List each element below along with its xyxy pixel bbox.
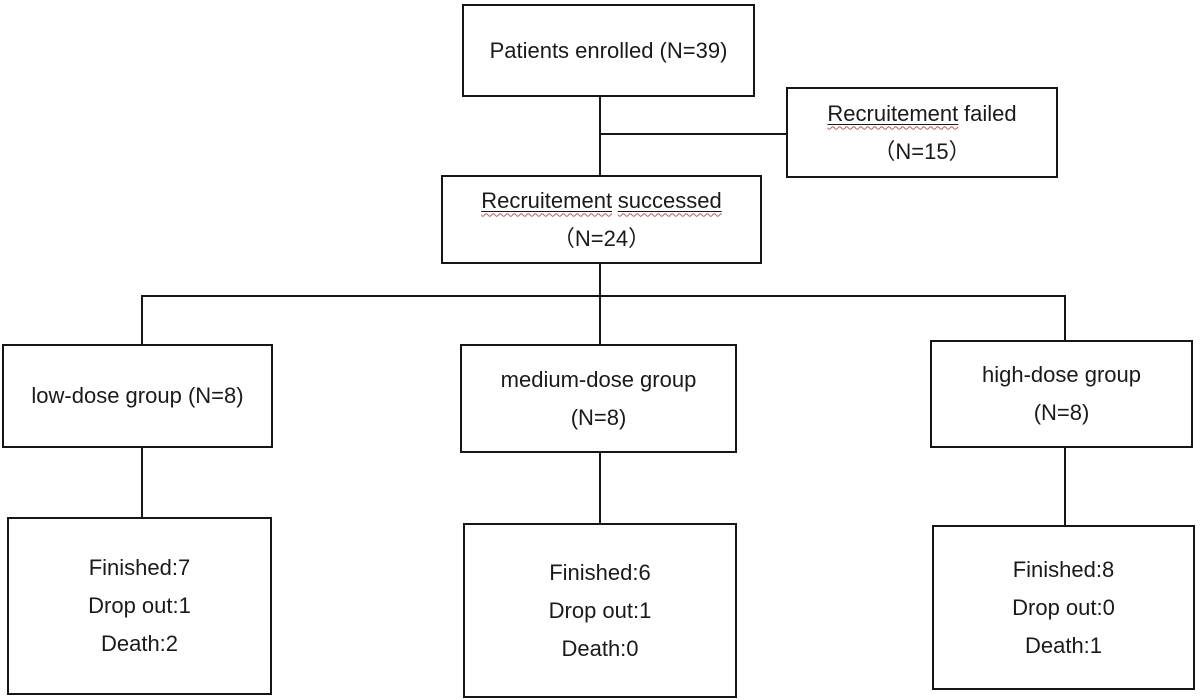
high-dose-group-label: high-dose group (981, 362, 1141, 387)
medium-outcome-finished: Finished:6 (549, 559, 651, 585)
high-outcome-death: Death:1 (1024, 632, 1103, 658)
high-dose-group-count: (N=8) (1033, 400, 1090, 425)
node-low-dose-group: low-dose group (N=8) (2, 344, 273, 448)
node-medium-dose-group: medium-dose group (N=8) (460, 344, 737, 453)
connector-drop-low (141, 297, 143, 344)
low-outcome-finished: Finished:7 (88, 555, 191, 580)
misspelled-word-wrap: Recruitement (827, 101, 958, 126)
connector-branch-to-failed (600, 133, 786, 135)
low-outcome-dropout: Drop out:1 (88, 593, 191, 618)
node-high-dose-group: high-dose group (N=8) (930, 340, 1193, 448)
low-dose-group-label: low-dose group (N=8) (31, 383, 244, 408)
connector-drop-high (1064, 297, 1066, 340)
node-high-dose-outcome: Finished:8 Drop out:0 Death:1 (932, 525, 1195, 690)
connector-distribution-bar (141, 295, 1066, 297)
misspelled-word-wrap: Recruitement (481, 188, 612, 213)
connector-enrolled-to-successed (599, 97, 601, 175)
misspelled-word: successed (617, 187, 722, 213)
connector-high-to-outcome (1064, 448, 1066, 525)
connector-low-to-outcome (141, 448, 143, 517)
recruitment-successed-count: （N=24） (552, 225, 651, 251)
medium-dose-group-label: medium-dose group (500, 366, 697, 392)
high-outcome-dropout: Drop out:0 (1012, 594, 1115, 620)
misspelled-word: Recruitement (481, 187, 613, 213)
misspelled-word: Recruitement (827, 100, 959, 126)
failed-word: failed (963, 100, 1017, 126)
connector-drop-medium (599, 297, 601, 344)
node-medium-dose-outcome: Finished:6 Drop out:1 Death:0 (463, 523, 737, 698)
medium-outcome-death: Death:0 (561, 635, 639, 661)
node-patients-enrolled: Patients enrolled (N=39) (462, 4, 755, 97)
medium-outcome-dropout: Drop out:1 (548, 597, 652, 623)
node-low-dose-outcome: Finished:7 Drop out:1 Death:2 (7, 517, 272, 695)
patients-enrolled-label: Patients enrolled (N=39) (489, 37, 728, 63)
connector-medium-to-outcome (599, 453, 601, 523)
medium-dose-group-count: (N=8) (570, 404, 627, 430)
high-outcome-finished: Finished:8 (1012, 556, 1115, 582)
recruitment-failed-count: （N=15） (873, 138, 971, 164)
connector-successed-down (599, 264, 601, 295)
low-outcome-death: Death:2 (100, 631, 179, 656)
misspelled-word-wrap: successed (618, 188, 722, 213)
